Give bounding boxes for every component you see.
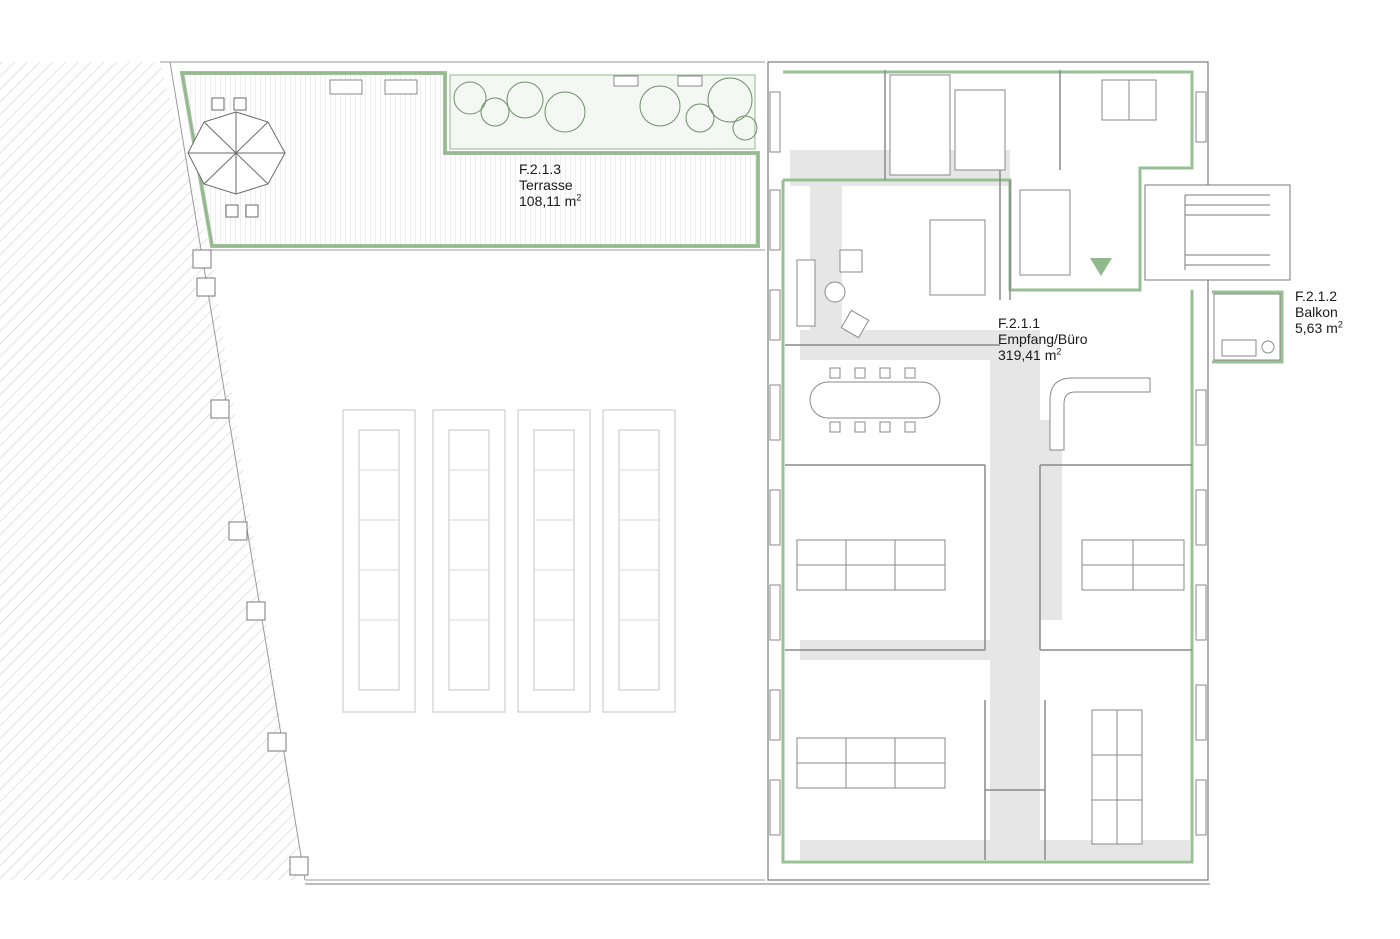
room-area: 319,41 m2 [998,346,1062,363]
desks [796,79,1185,845]
room-name: Balkon [1295,304,1338,320]
room-area: 5,63 m2 [1295,319,1343,336]
terrace [179,71,760,248]
room-label-empfang-buero: F.2.1.1 Empfang/Büro 319,41 m2 [998,315,1088,363]
lounge [796,249,870,339]
down-arrow-icon [1090,258,1112,276]
room-name: Terrasse [519,177,573,193]
room-area: 108,11 m2 [519,192,582,209]
room-label-balkon: F.2.1.2 Balkon 5,63 m2 [1295,288,1343,336]
room-id: F.2.1.2 [1295,288,1338,304]
parasol-icon [187,97,286,218]
balcony [1213,293,1281,361]
room-id: F.2.1.3 [519,161,562,177]
room-name: Empfang/Büro [998,331,1088,347]
skylights [342,409,676,713]
neighbour-hatch [0,62,305,880]
reception-counter [1049,377,1151,451]
facade-piers [192,249,309,876]
office-building [767,61,1291,881]
room-label-terrasse: F.2.1.3 Terrasse 108,11 m2 [519,161,581,209]
room-id: F.2.1.1 [998,315,1041,331]
stair [1144,184,1291,281]
meeting-table [809,367,941,433]
